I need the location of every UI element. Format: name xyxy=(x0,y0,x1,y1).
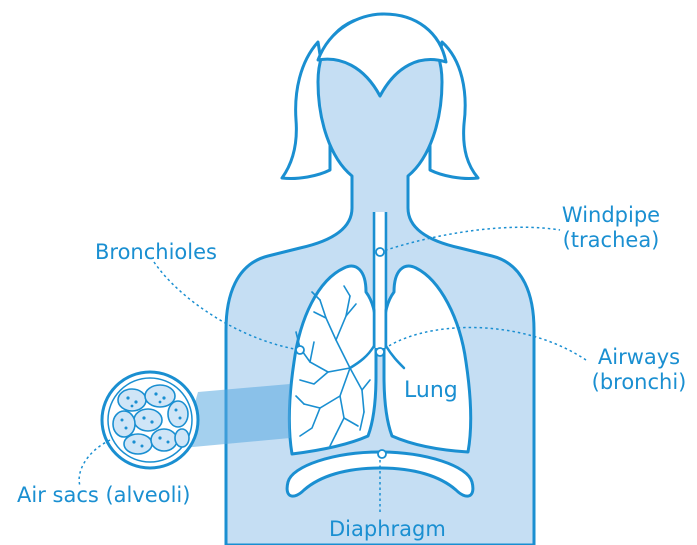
label-air-sacs: Air sacs (alveoli) xyxy=(17,483,190,508)
label-windpipe-line1: Windpipe xyxy=(546,203,676,228)
leader-air-sacs xyxy=(79,440,110,486)
label-diaphragm: Diaphragm xyxy=(329,517,446,542)
dot-windpipe xyxy=(376,248,384,256)
label-airways-line2: (bronchi) xyxy=(584,370,694,395)
label-bronchioles: Bronchioles xyxy=(95,240,217,265)
label-windpipe-line2: (trachea) xyxy=(546,228,676,253)
label-airways: Airways (bronchi) xyxy=(584,345,694,395)
label-lung: Lung xyxy=(404,378,458,403)
dot-bronchioles xyxy=(296,346,304,354)
alveoli-zoom-icon xyxy=(102,372,198,468)
label-windpipe: Windpipe (trachea) xyxy=(546,203,676,253)
dot-airways xyxy=(376,348,384,356)
label-airways-line1: Airways xyxy=(584,345,694,370)
dot-diaphragm xyxy=(378,450,386,458)
